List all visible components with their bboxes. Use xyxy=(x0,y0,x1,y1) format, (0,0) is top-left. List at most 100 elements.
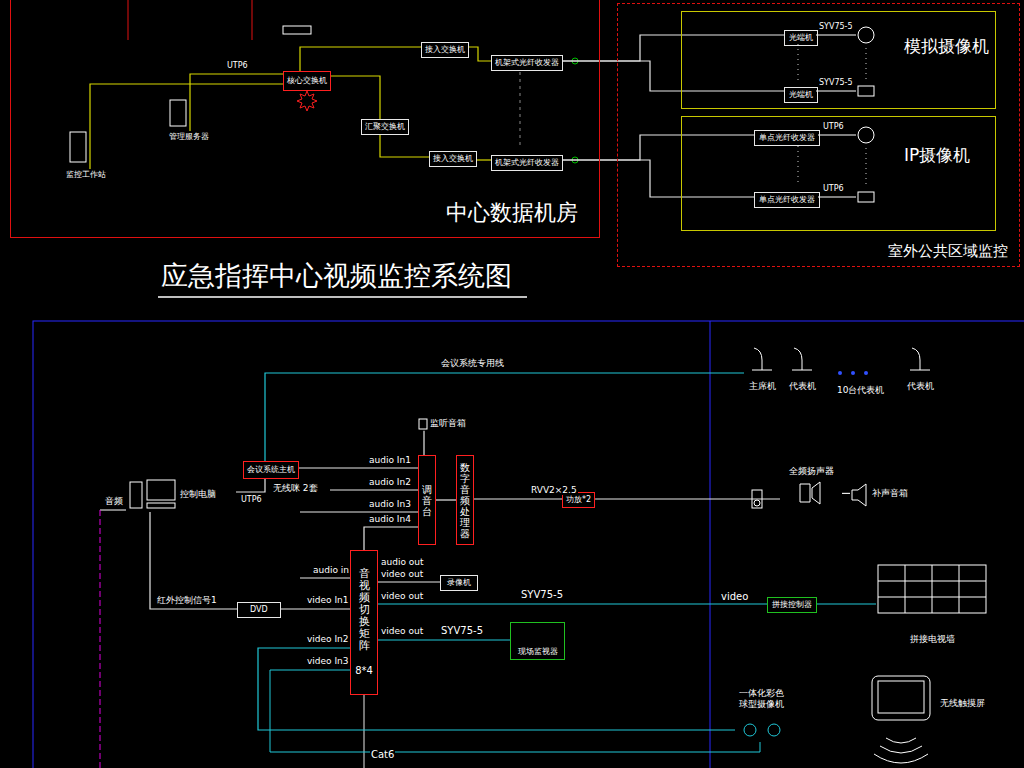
connector xyxy=(563,61,784,91)
connector xyxy=(817,603,876,604)
node-label: 机架式光纤收发器 xyxy=(495,58,559,68)
signal-label: 无线咪 2套 xyxy=(272,484,319,493)
node-label: 补声音箱 xyxy=(872,488,908,499)
mixer-box: 调音台 xyxy=(418,455,436,545)
dome-camera-icon xyxy=(858,127,874,143)
fiber-transceiver: 机架式光纤收发器 xyxy=(491,155,563,171)
fill-speaker: 补声音箱 xyxy=(850,486,908,501)
connector xyxy=(477,159,491,160)
connector-label: UTP6 xyxy=(240,496,263,504)
dotted-line xyxy=(798,44,866,186)
connector xyxy=(423,431,424,455)
connector xyxy=(378,581,440,582)
control-pc: 控制电脑 xyxy=(126,476,236,512)
fiber-transceiver: 机架式光纤收发器 xyxy=(491,55,563,71)
ptz-camera-icon xyxy=(744,724,756,736)
node-label: 单点光纤收发器 xyxy=(759,133,815,143)
dvd-box: DVD xyxy=(237,602,281,618)
control-wire xyxy=(100,510,101,768)
signal-label: 音频 xyxy=(104,497,124,506)
connector xyxy=(265,373,744,461)
network-cable xyxy=(364,695,365,768)
node-label: 控制电脑 xyxy=(180,489,216,500)
connector xyxy=(258,648,735,730)
connector xyxy=(436,499,456,500)
connector xyxy=(281,608,350,609)
connector xyxy=(563,160,754,197)
conference-host: 会议系统主机 xyxy=(243,461,299,479)
node-label: 录像机 xyxy=(447,578,471,588)
video-wall-grid xyxy=(878,565,986,613)
node-label: 全频扬声器 xyxy=(789,466,834,477)
connector-label: audio In4 xyxy=(368,515,412,524)
node-label: 管理服务器 xyxy=(169,132,209,142)
optical-terminal: 光端机 xyxy=(784,30,818,46)
node-label: 8*4 xyxy=(355,665,373,677)
gun-camera-icon xyxy=(858,192,874,202)
connector-label: video In2 xyxy=(306,635,350,644)
gun-camera-icon xyxy=(858,86,874,96)
connector-label: SYV75-5 xyxy=(520,590,564,600)
connector-label: video out xyxy=(380,570,424,579)
delegate-unit: 代表机 xyxy=(784,346,820,392)
region-title: 模拟摄像机 xyxy=(904,38,989,55)
touch-screen-icon xyxy=(872,676,930,720)
switch-icon xyxy=(283,26,311,34)
aggregation-switch: 汇聚交换机 xyxy=(361,119,409,135)
connector xyxy=(300,47,421,71)
ptz-camera: 一体化彩色 球型摄像机 xyxy=(735,688,787,744)
connector xyxy=(595,498,780,499)
signal-label: video out xyxy=(380,627,424,636)
node-label: 拼接电视墙 xyxy=(910,634,955,645)
connector-label: 红外控制信号1 xyxy=(156,596,218,605)
signal-label: Cat6 xyxy=(370,750,395,760)
signal-label: video xyxy=(720,592,749,602)
delegate-unit: 代表机 xyxy=(902,346,938,392)
node-label: 监控工作站 xyxy=(66,170,106,180)
connector xyxy=(190,74,283,131)
ellipsis-dot xyxy=(851,371,855,375)
monitor-speaker: 监听音箱 xyxy=(416,416,468,431)
region-title: 室外公共区域监控 xyxy=(888,244,1008,259)
connector-label: video In1 xyxy=(306,596,350,605)
site-monitor-box: 现场监视器 xyxy=(510,622,565,660)
ellipsis-dot xyxy=(838,371,842,375)
dotted-line xyxy=(520,72,521,148)
dome-camera-icon xyxy=(858,27,874,43)
node-label: 会议系统主机 xyxy=(247,465,295,475)
connector-label: UTP6 xyxy=(226,62,249,70)
workstation-icon xyxy=(70,132,86,162)
keyboard-icon xyxy=(147,503,175,508)
video-cable xyxy=(270,670,760,752)
node-label: 数字音频处理器 xyxy=(460,462,470,539)
signal-label: audio In2 xyxy=(368,478,412,487)
microphone-icon xyxy=(752,348,772,370)
optical-terminal: 光端机 xyxy=(784,87,818,103)
signal-label: UTP6 xyxy=(822,123,845,131)
node-label: 核心交换机 xyxy=(287,76,327,86)
connector xyxy=(378,639,510,640)
access-switch: 接入交换机 xyxy=(429,151,477,167)
core-star-icon xyxy=(297,91,317,111)
node-label: 汇聚交换机 xyxy=(365,122,405,132)
chairman-unit: 主席机 xyxy=(744,346,780,392)
recorder-box: 录像机 xyxy=(440,575,478,591)
video-wall-grid xyxy=(878,565,986,613)
microphone-icon xyxy=(792,348,812,370)
node-label: 调音台 xyxy=(422,484,432,517)
node-label: 光端机 xyxy=(789,33,813,43)
diagram-title: 应急指挥中心视频监控系统图 xyxy=(160,262,513,289)
outdoor-region: 室外公共区域监控模拟摄像机光端机光端机IP摄像机单点光纤收发器单点光纤收发器 xyxy=(617,3,1020,267)
server-icon xyxy=(170,100,186,126)
signal-label: audio In3 xyxy=(368,500,412,509)
connector-label: audio In1 xyxy=(368,456,412,465)
video-wall: 拼接电视墙 xyxy=(876,563,988,645)
node-label: 单点光纤收发器 xyxy=(759,195,815,205)
splice-controller-box: 拼接控制器 xyxy=(767,597,817,613)
machine-room-region: 中心数据机房核心交换机接入交换机机架式光纤收发器汇聚交换机接入交换机机架式光纤收… xyxy=(10,0,600,238)
connector xyxy=(331,76,380,119)
connector xyxy=(364,527,418,550)
node-label: 监听音箱 xyxy=(430,418,466,429)
riser-line xyxy=(128,0,252,40)
